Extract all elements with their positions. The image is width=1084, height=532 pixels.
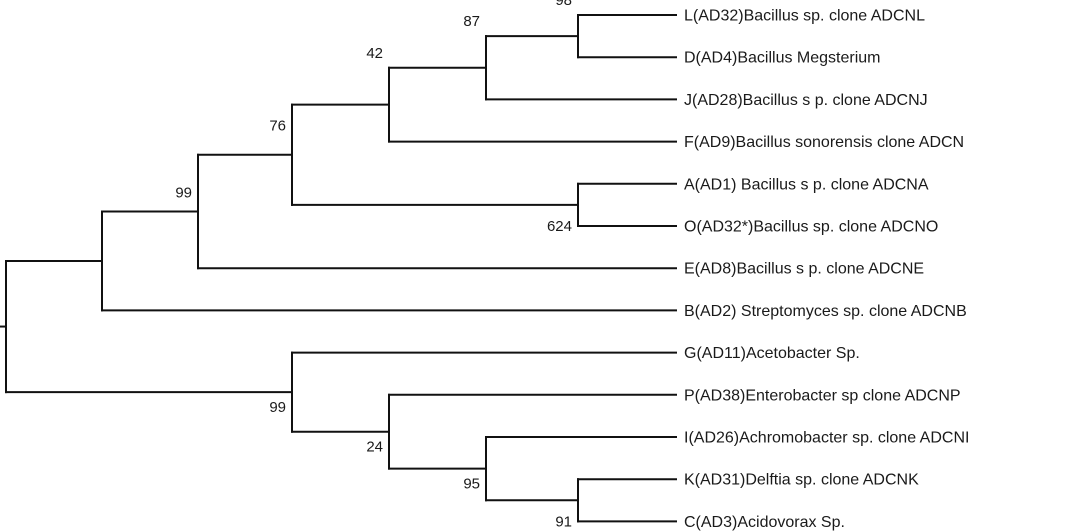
support-value-n_LD: 98 xyxy=(555,0,572,9)
taxon-label-K: K(AD31)Delftia sp. clone ADCNK xyxy=(684,472,919,489)
support-value-n_KC: 91 xyxy=(555,513,572,530)
support-value-n_PIKC: 24 xyxy=(366,439,383,456)
taxon-label-L: L(AD32)Bacillus sp. clone ADCNL xyxy=(684,8,925,25)
support-value-n_LDJ: 87 xyxy=(463,13,480,30)
taxon-label-B: B(AD2) Streptomyces sp. clone ADCNB xyxy=(684,303,967,320)
taxon-label-A: A(AD1) Bacillus s p. clone ADCNA xyxy=(684,176,929,193)
support-value-n_IKC: 95 xyxy=(463,476,480,493)
support-value-n_bac: 76 xyxy=(269,118,286,135)
tree-branches xyxy=(0,14,677,523)
support-values: 98 87 42 624 76 99 91 95 24 99 xyxy=(175,0,572,530)
taxon-label-O: O(AD32*)Bacillus sp. clone ADCNO xyxy=(684,219,938,236)
taxon-label-C: C(AD3)Acidovorax Sp. xyxy=(684,514,845,531)
taxon-label-F: F(AD9)Bacillus sonorensis clone ADCN xyxy=(684,134,964,151)
taxon-labels: L(AD32)Bacillus sp. clone ADCNL D(AD4)Bac… xyxy=(684,8,969,531)
taxon-label-P: P(AD38)Enterobacter sp clone ADCNP xyxy=(684,387,961,404)
taxon-label-G: G(AD11)Acetobacter Sp. xyxy=(684,345,860,362)
support-value-n_gram_neg: 99 xyxy=(269,399,286,416)
taxon-label-D: D(AD4)Bacillus Megsterium xyxy=(684,50,881,67)
taxon-label-E: E(AD8)Bacillus s p. clone ADCNE xyxy=(684,261,924,278)
support-value-n_AO: 624 xyxy=(547,218,572,235)
support-value-n_LDJF: 42 xyxy=(366,45,383,62)
support-value-n_bacE: 99 xyxy=(175,184,192,201)
taxon-label-J: J(AD28)Bacillus s p. clone ADCNJ xyxy=(684,92,928,109)
taxon-label-I: I(AD26)Achromobacter sp. clone ADCNI xyxy=(684,430,969,447)
